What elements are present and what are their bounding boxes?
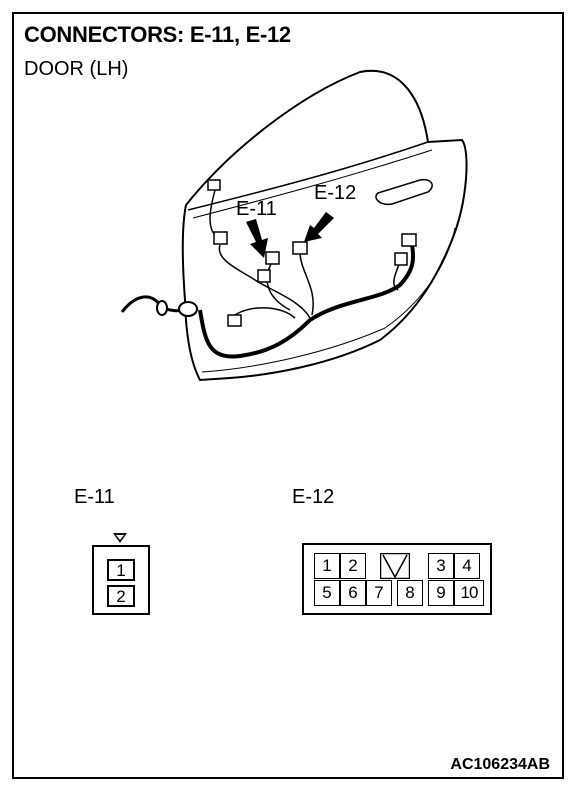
connector-e12-face: 1 2 3 4 5 6 7 8 9 10: [302, 543, 492, 615]
e12-pin-8: 8: [397, 580, 423, 606]
grommet: [178, 301, 198, 317]
wire-branch-3: [266, 261, 291, 311]
connector-e11: [257, 269, 271, 283]
wire-harness: [198, 244, 416, 359]
door-handle-recess: [375, 178, 433, 206]
connector-mid-1: [265, 251, 280, 265]
wire-branch-1: [218, 244, 311, 319]
door-window-edge-inner: [192, 149, 433, 219]
e12-pin-7: 7: [366, 580, 392, 606]
e12-pin-3: 3: [428, 553, 454, 579]
e12-pin-4: 4: [454, 553, 480, 579]
door-window-edge: [187, 141, 429, 211]
e12-pin-1: 1: [314, 553, 340, 579]
wire-branch-5: [234, 307, 296, 319]
connector-right-1: [401, 233, 417, 247]
connector-right-2: [394, 252, 408, 266]
e11-pin-1: 1: [107, 559, 135, 581]
e12-key-icon: [379, 552, 411, 580]
page-title: CONNECTORS: E-11, E-12: [24, 22, 291, 47]
connector-e11-label: E-11: [74, 486, 115, 508]
door-outline: [181, 69, 468, 382]
e11-pin-2: 2: [107, 585, 135, 607]
arrow-e12: [304, 212, 334, 242]
e12-pin-2: 2: [340, 553, 366, 579]
connector-e12: [292, 241, 308, 255]
arrow-e11: [246, 219, 268, 258]
door-inner-panel: [201, 227, 456, 373]
connector-e11-face: 1 2: [92, 545, 150, 615]
connector-lower: [227, 314, 242, 327]
lock-tab-icon: [113, 533, 127, 543]
callout-e11: E-11: [236, 198, 277, 220]
connector-e12-label: E-12: [292, 486, 335, 508]
wire-branch-4: [299, 251, 314, 316]
figure-code: AC106234AB: [450, 756, 550, 773]
e12-pin-6: 6: [340, 580, 366, 606]
e12-pin-9: 9: [428, 580, 454, 606]
connector-top: [207, 179, 221, 191]
grommet-ring: [156, 300, 168, 316]
diagram-frame: [12, 12, 564, 779]
page-subtitle: DOOR (LH): [24, 58, 129, 80]
connector-left: [213, 231, 228, 245]
e12-pin-10: 10: [454, 580, 484, 606]
callout-e12: E-12: [314, 182, 357, 204]
e12-pin-5: 5: [314, 580, 340, 606]
